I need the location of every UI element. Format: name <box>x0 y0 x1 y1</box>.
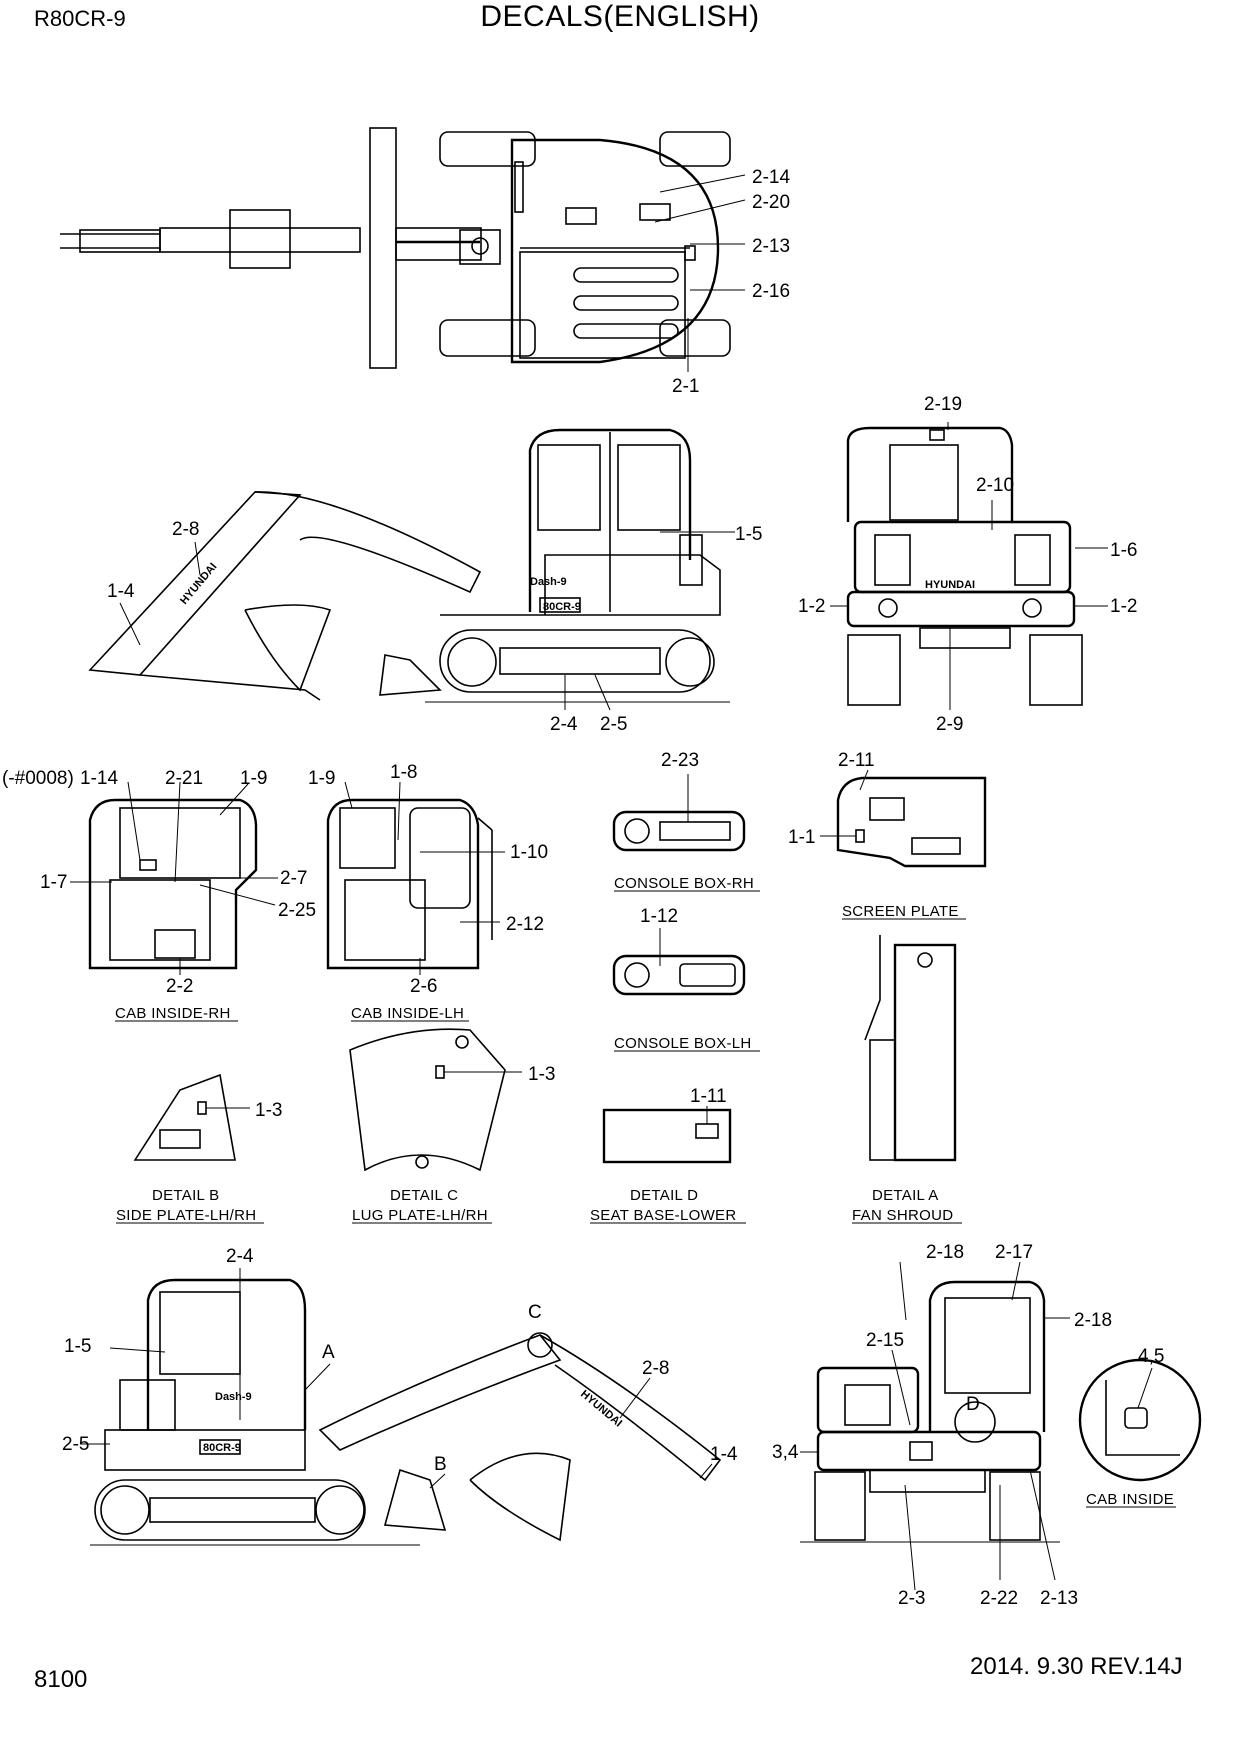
callout-2-13: 2-13 <box>752 236 790 257</box>
callout-1-3-detail-c: 1-3 <box>528 1064 555 1085</box>
callout-2-13-lower: 2-13 <box>1040 1588 1078 1609</box>
caption-fan-shroud: FAN SHROUD <box>852 1207 953 1224</box>
callout-2-2: 2-2 <box>166 976 193 997</box>
callout-2-15: 2-15 <box>866 1330 904 1351</box>
detail-c: 1-3 DETAIL C LUG PLATE-LH/RH <box>349 1028 555 1224</box>
caption-side-plate: SIDE PLATE-LH/RH <box>116 1207 256 1224</box>
callout-1-9-rh: 1-9 <box>240 768 267 789</box>
callout-2-18-right: 2-18 <box>1074 1310 1112 1331</box>
caption-detail-a: DETAIL A <box>872 1187 939 1204</box>
caption-cab-inside-lh: CAB INSIDE-LH <box>351 1005 464 1022</box>
caption-detail-d: DETAIL D <box>630 1187 698 1204</box>
callout-2-5-lower: 2-5 <box>62 1434 89 1455</box>
callout-c: C <box>528 1302 542 1323</box>
model-number: R80CR-9 <box>34 6 126 31</box>
cab-inside-detail: 4,5 CAB INSIDE <box>1078 1346 1202 1508</box>
callout-1-1: 1-1 <box>788 827 815 848</box>
callout-d: D <box>966 1394 980 1415</box>
callout-3-4: 3,4 <box>772 1442 799 1463</box>
callout-1-11: 1-11 <box>690 1086 727 1107</box>
callout-2-18-top: 2-18 <box>926 1242 964 1263</box>
callout-2-14: 2-14 <box>752 167 790 188</box>
callout-1-6: 1-6 <box>1110 540 1137 561</box>
callout-1-14: 1-14 <box>80 768 118 789</box>
lower-rear-view-excavator: 2-18 2-17 2-18 2-15 D 3,4 2-3 2-22 2-13 <box>772 1242 1112 1609</box>
callout-2-21: 2-21 <box>165 768 203 789</box>
lower-side-view-excavator: 80CR-9 Dash-9 HYUNDAI 2-4 1-5 A C 2-8 2-… <box>62 1246 738 1546</box>
dash-badge-text: Dash-9 <box>530 576 567 588</box>
callout-2-10: 2-10 <box>976 475 1014 496</box>
callout-2-4-lower: 2-4 <box>226 1246 254 1267</box>
side-view-excavator: HYUNDAI 80CR-9 Dash-9 2-8 1-4 1-5 2-4 2-… <box>88 428 762 735</box>
callout-a: A <box>322 1342 335 1363</box>
model-plate-text: 80CR-9 <box>543 601 581 613</box>
caption-seat-base: SEAT BASE-LOWER <box>590 1207 736 1224</box>
callout-2-11: 2-11 <box>838 750 875 771</box>
callout-2-6: 2-6 <box>410 976 437 997</box>
callout-2-17: 2-17 <box>995 1242 1033 1263</box>
callout-1-3-detail-b: 1-3 <box>255 1100 282 1121</box>
caption-console-box-lh: CONSOLE BOX-LH <box>614 1035 752 1052</box>
callout-2-5: 2-5 <box>600 714 627 735</box>
callout-1-7: 1-7 <box>40 872 67 893</box>
page-title: DECALS(ENGLISH) <box>480 0 760 33</box>
callout-2-20: 2-20 <box>752 192 790 213</box>
caption-cab-inside: CAB INSIDE <box>1086 1491 1174 1508</box>
cab-inside-lh: 1-9 1-8 1-10 2-12 2-6 CAB INSIDE-LH <box>308 762 548 1022</box>
caption-lug-plate: LUG PLATE-LH/RH <box>352 1207 488 1224</box>
lower-boom-brand-text: HYUNDAI <box>578 1388 624 1429</box>
detail-d: 1-11 DETAIL D SEAT BASE-LOWER <box>590 1086 746 1224</box>
callout-2-22: 2-22 <box>980 1588 1018 1609</box>
callout-2-9: 2-9 <box>936 714 963 735</box>
callout-1-5-lower: 1-5 <box>64 1336 91 1357</box>
caption-detail-b: DETAIL B <box>152 1187 219 1204</box>
screen-plate: 2-11 1-1 SCREEN PLATE <box>788 750 987 920</box>
lower-dash-badge-text: Dash-9 <box>215 1391 252 1403</box>
callout-2-23: 2-23 <box>661 750 699 771</box>
callout-2-25: 2-25 <box>278 900 316 921</box>
caption-detail-c: DETAIL C <box>390 1187 458 1204</box>
caption-cab-inside-rh: CAB INSIDE-RH <box>115 1005 231 1022</box>
page-number: 8100 <box>34 1666 88 1693</box>
callout-2-8: 2-8 <box>172 519 199 540</box>
rear-view-excavator: HYUNDAI 2-19 2-10 1-6 1-2 1-2 2-9 <box>798 394 1137 735</box>
callout-2-4: 2-4 <box>550 714 578 735</box>
detail-a: DETAIL A FAN SHROUD <box>852 935 962 1224</box>
serial-prefix: (-#0008) <box>2 768 74 789</box>
lower-model-plate-text: 80CR-9 <box>203 1442 241 1454</box>
callout-2-3: 2-3 <box>898 1588 925 1609</box>
callout-2-19: 2-19 <box>924 394 962 415</box>
callout-1-8: 1-8 <box>390 762 417 783</box>
callout-2-12: 2-12 <box>506 914 544 935</box>
console-box-rh: 2-23 CONSOLE BOX-RH <box>612 750 760 892</box>
callout-2-7: 2-7 <box>280 868 307 889</box>
callout-4-5: 4,5 <box>1138 1346 1164 1367</box>
console-box-lh: 1-12 CONSOLE BOX-LH <box>612 906 760 1052</box>
top-view-excavator: 2-14 2-20 2-13 2-16 2-1 <box>60 127 790 397</box>
callout-1-5: 1-5 <box>735 524 762 545</box>
callout-2-16: 2-16 <box>752 281 790 302</box>
callout-b: B <box>434 1454 447 1475</box>
counterweight-brand-text: HYUNDAI <box>925 579 975 591</box>
callout-1-12: 1-12 <box>640 906 678 927</box>
caption-screen-plate: SCREEN PLATE <box>842 903 959 920</box>
callout-1-2-left: 1-2 <box>798 596 825 617</box>
callout-1-10: 1-10 <box>510 842 548 863</box>
revision-date: 2014. 9.30 REV.14J <box>970 1653 1183 1680</box>
caption-console-box-rh: CONSOLE BOX-RH <box>614 875 754 892</box>
callout-1-9-lh: 1-9 <box>308 768 335 789</box>
callout-1-2-right: 1-2 <box>1110 596 1137 617</box>
callout-2-1: 2-1 <box>672 376 699 397</box>
cab-inside-rh: (-#0008) 1-14 2-21 1-9 1-7 2-7 2-25 2-2 … <box>2 768 316 1022</box>
callout-1-4: 1-4 <box>107 581 135 602</box>
detail-b: 1-3 DETAIL B SIDE PLATE-LH/RH <box>116 1073 282 1224</box>
callout-2-8-lower: 2-8 <box>642 1358 669 1379</box>
callout-1-4-lower: 1-4 <box>710 1444 738 1465</box>
